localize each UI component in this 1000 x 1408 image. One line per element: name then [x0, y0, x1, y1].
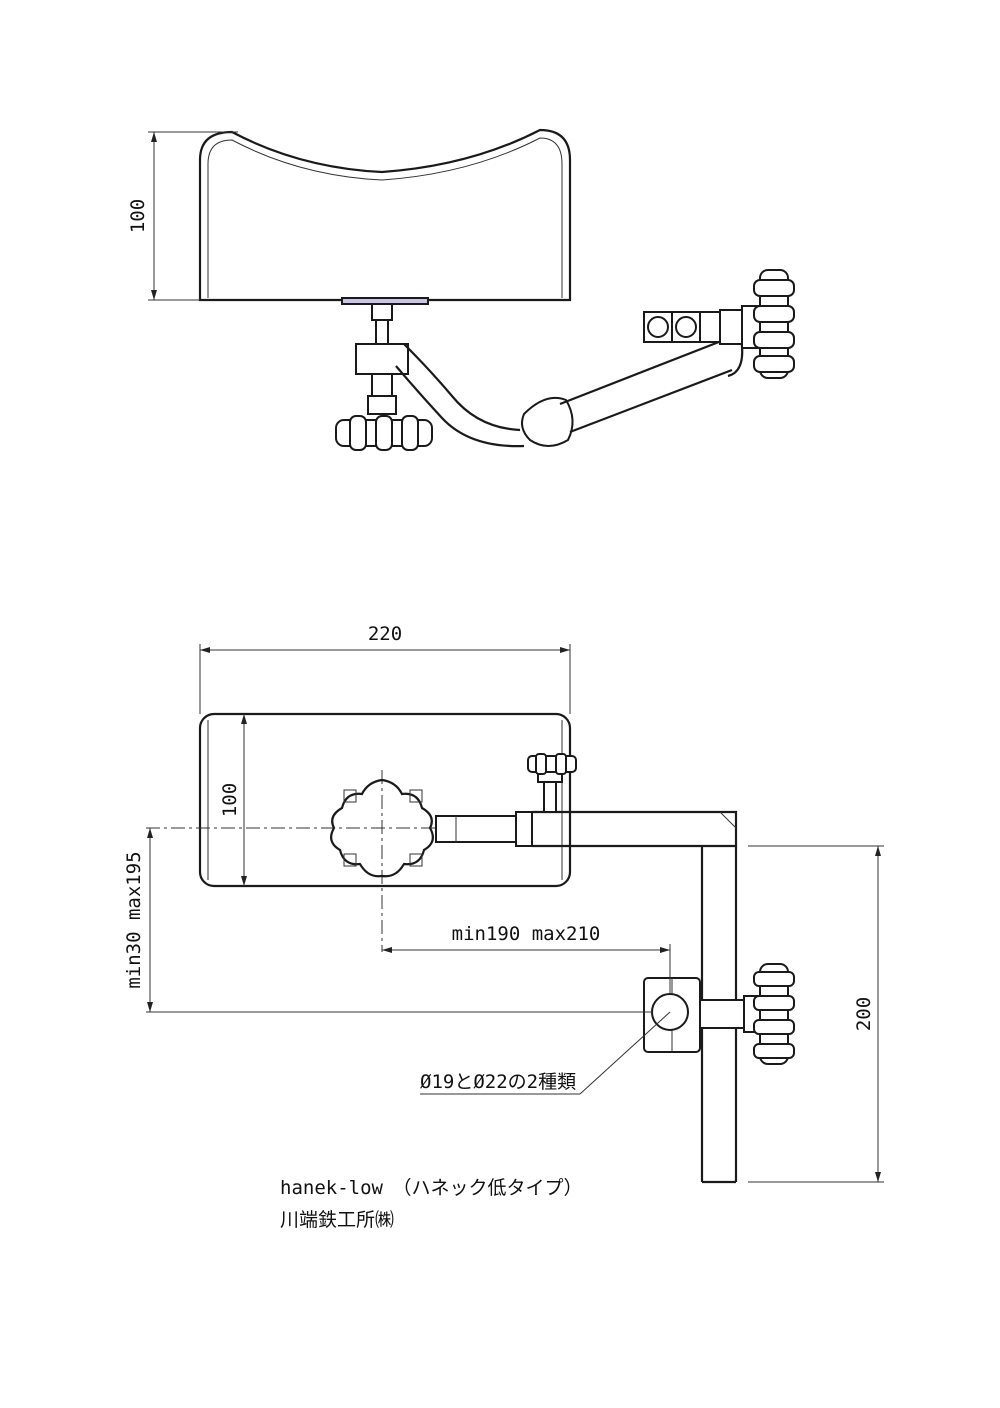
elbow-joint — [521, 396, 574, 447]
lower-knob — [335, 415, 433, 451]
ball-clamp — [643, 977, 701, 1053]
diameter-note: Ø19とØ22の2種類 — [420, 1071, 576, 1093]
vertical-range-dimension: min30 max195 — [123, 828, 652, 1013]
diameter-leader: Ø19とØ22の2種類 — [420, 1011, 671, 1095]
title-block: hanek-low （ハネック低タイプ） 川端鉄工所㈱ — [280, 1177, 582, 1231]
width-dimension: 220 — [199, 623, 571, 714]
model-name: hanek-low （ハネック低タイプ） — [280, 1177, 582, 1199]
ball-clamp-pair — [643, 311, 721, 343]
straight-arm — [559, 338, 733, 434]
side-view: 100 — [127, 128, 795, 451]
clamp-height-dimension: 200 — [748, 845, 884, 1183]
pad-top-outline — [198, 712, 572, 888]
clamp-height-label: 200 — [853, 997, 875, 1031]
horizontal-range-label: min190 max210 — [452, 923, 601, 945]
vertical-range-label: min30 max195 — [123, 851, 145, 988]
depth-dimension: 100 — [219, 714, 247, 886]
clamp-knob — [699, 963, 795, 1065]
horizontal-arm — [435, 810, 738, 848]
lock-knob — [527, 753, 577, 813]
depth-label: 100 — [219, 783, 241, 817]
pad-side-outline — [198, 128, 572, 302]
top-view: 220 100 min30 max195 min190 max210 — [123, 623, 884, 1184]
horizontal-range-dimension: min190 max210 — [382, 923, 671, 994]
bent-arm — [403, 343, 521, 432]
side-height-dimension: 100 — [127, 131, 238, 301]
company-name: 川端鉄工所㈱ — [280, 1209, 394, 1231]
side-knob — [719, 269, 795, 379]
width-label: 220 — [368, 623, 402, 645]
pad-knob — [329, 778, 435, 878]
side-height-label: 100 — [127, 199, 149, 233]
